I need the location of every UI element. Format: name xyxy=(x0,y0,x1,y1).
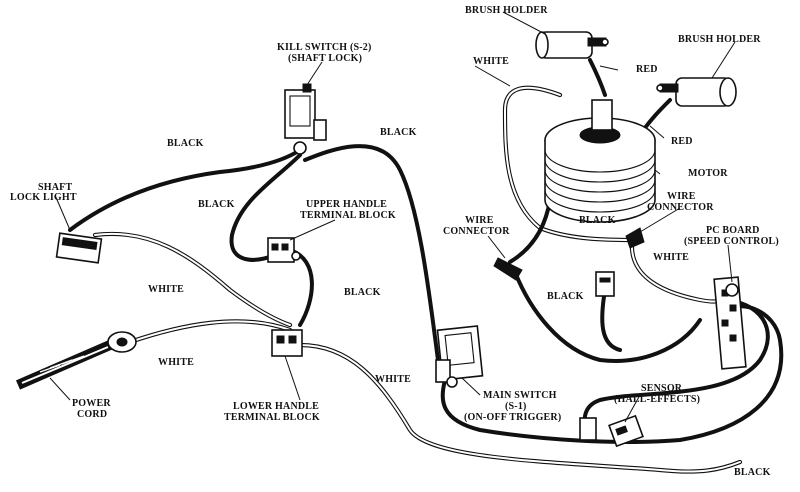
label-wire-connector-left-2: CONNECTOR xyxy=(443,226,510,237)
label-white-pc: WHITE xyxy=(653,252,689,263)
label-black-mid: BLACK xyxy=(344,287,381,298)
lower-terminal-block xyxy=(271,329,303,357)
pc-board xyxy=(713,276,747,370)
label-motor: MOTOR xyxy=(688,168,728,179)
label-sensor-1: SENSOR xyxy=(641,383,683,394)
label-black-motor: BLACK xyxy=(579,215,616,226)
label-black-center: BLACK xyxy=(380,127,417,138)
power-cord xyxy=(16,331,137,390)
label-brush-holder-top: BRUSH HOLDER xyxy=(465,5,548,16)
shaft-lock-light xyxy=(55,232,103,264)
label-wire-connector-right-2: CONNECTOR xyxy=(647,202,714,213)
label-pc-board-1: PC BOARD xyxy=(706,225,760,236)
label-upper-block-1: UPPER HANDLE xyxy=(306,199,387,210)
label-sensor-2: (HALL-EFFECTS) xyxy=(614,394,700,405)
label-red-1: RED xyxy=(636,64,658,75)
label-pc-board-2: (SPEED CONTROL) xyxy=(684,236,779,247)
label-main-switch-2: (S-1) xyxy=(505,401,527,412)
bracket xyxy=(595,271,615,297)
brush-holder-right xyxy=(656,77,737,107)
label-red-2: RED xyxy=(671,136,693,147)
sensor xyxy=(579,414,644,448)
main-switch xyxy=(435,325,484,388)
wire-connector-left xyxy=(493,257,523,281)
label-black-bottom-right: BLACK xyxy=(734,467,771,478)
upper-terminal-block xyxy=(267,237,301,263)
motor xyxy=(544,99,656,223)
label-lower-block-1: LOWER HANDLE xyxy=(233,401,319,412)
label-shaft-lock-1: SHAFT xyxy=(38,182,72,193)
label-main-switch-3: (ON-OFF TRIGGER) xyxy=(464,412,561,423)
label-wire-connector-left-1: WIRE xyxy=(465,215,494,226)
label-upper-block-2: TERMINAL BLOCK xyxy=(300,210,396,221)
leader-lines xyxy=(49,11,736,423)
white-wires xyxy=(92,85,743,474)
wire-connector-right xyxy=(625,227,645,249)
brush-holder-top xyxy=(535,31,609,59)
label-main-switch-1: MAIN SWITCH xyxy=(483,390,557,401)
label-shaft-lock-2: LOCK LIGHT xyxy=(10,192,77,203)
label-kill-switch-2: (SHAFT LOCK) xyxy=(288,53,362,64)
label-black-upper-left: BLACK xyxy=(198,199,235,210)
label-power-cord-1: POWER xyxy=(72,398,111,409)
label-kill-switch-1: KILL SWITCH (S-2) xyxy=(277,42,372,53)
kill-switch xyxy=(284,83,327,155)
label-white-power: WHITE xyxy=(158,357,194,368)
label-white-bottom: WHITE xyxy=(375,374,411,385)
label-black-kill: BLACK xyxy=(167,138,204,149)
label-power-cord-2: CORD xyxy=(77,409,107,420)
label-white-top: WHITE xyxy=(473,56,509,67)
label-brush-holder-right: BRUSH HOLDER xyxy=(678,34,761,45)
black-wires xyxy=(68,58,784,444)
labels: BRUSH HOLDER BRUSH HOLDER WHITE RED RED … xyxy=(10,5,779,478)
label-white-left: WHITE xyxy=(148,284,184,295)
label-wire-connector-right-1: WIRE xyxy=(667,191,696,202)
label-black-right-mid: BLACK xyxy=(547,291,584,302)
label-lower-block-2: TERMINAL BLOCK xyxy=(224,412,320,423)
